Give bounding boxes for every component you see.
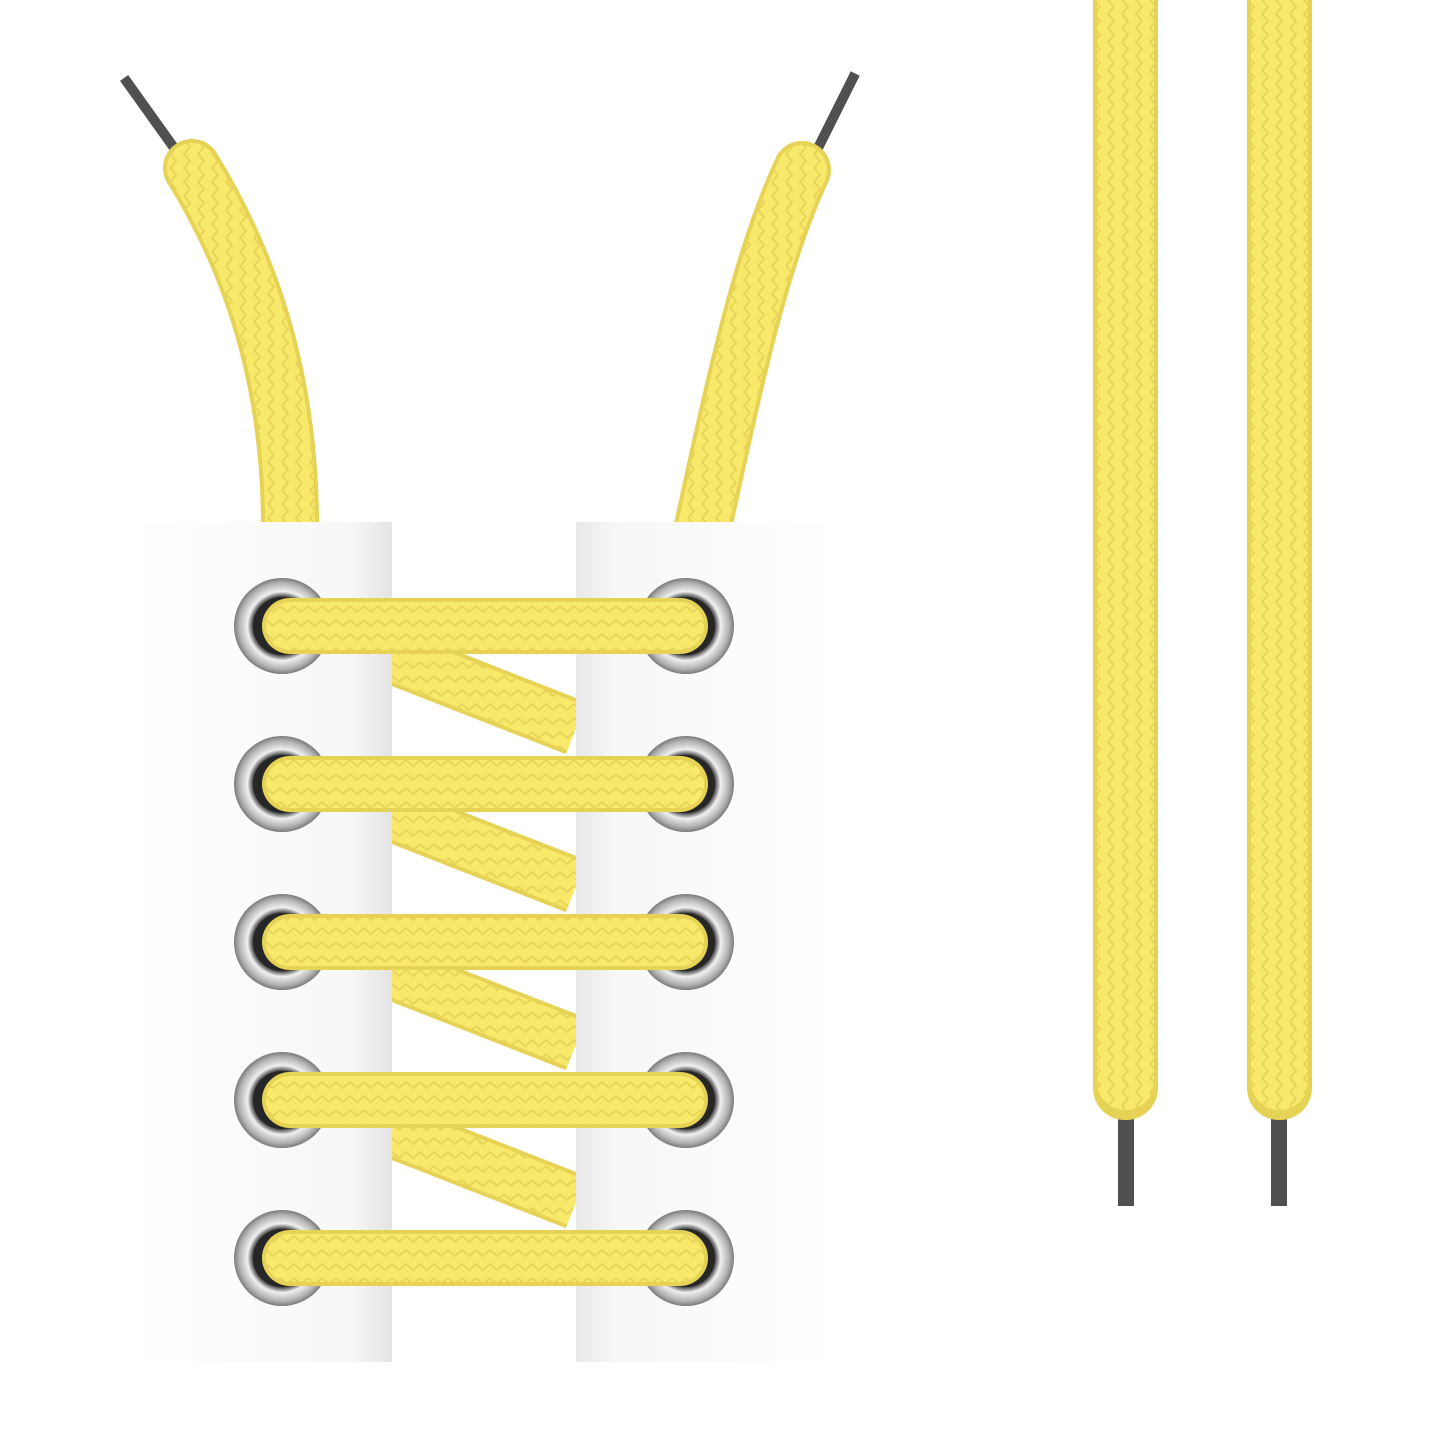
- aglet-right-top: [811, 71, 860, 155]
- aglet-left-top: [120, 75, 179, 152]
- eyelet-row: [234, 736, 734, 832]
- eyelet-row: [234, 1210, 734, 1306]
- eyelet-row: [234, 578, 734, 674]
- aglet-icon: [1118, 1110, 1134, 1206]
- straight-lace-1: [1093, 0, 1158, 1206]
- upper-free-laces: [120, 71, 860, 569]
- diagonal-lace-segments: [381, 629, 587, 1229]
- eyelet-row: [234, 894, 734, 990]
- straight-lace-2: [1247, 0, 1312, 1206]
- eyelet-row: [234, 1052, 734, 1148]
- eyelet-rows: [234, 578, 734, 1306]
- aglet-icon: [1271, 1110, 1287, 1206]
- straight-laces: [1093, 0, 1312, 1206]
